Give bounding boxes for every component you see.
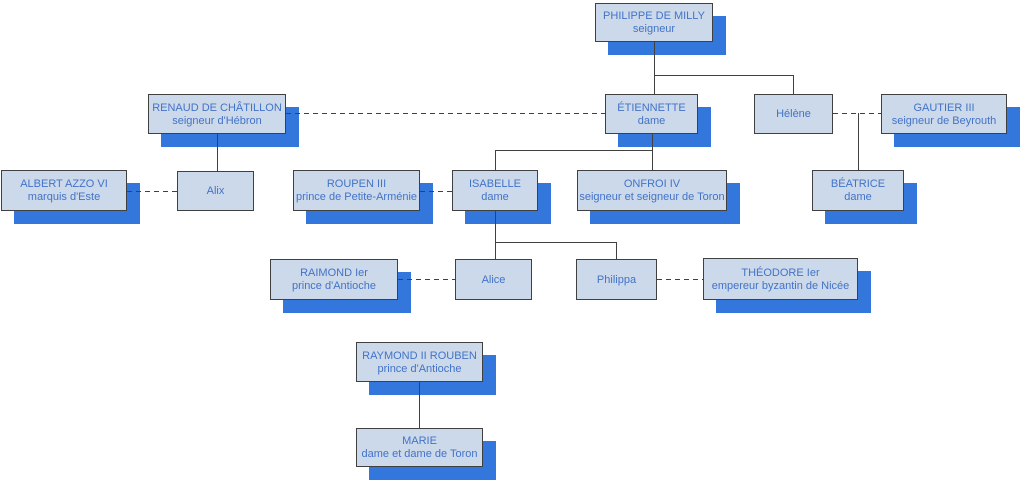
marriage-line-marriage-raimond-alice (398, 279, 455, 280)
marriage-line-marriage-renaud-etiennette (286, 113, 605, 114)
connector-line-isabelle-down (495, 211, 496, 242)
person-box-helene[interactable]: Hélène (754, 94, 833, 134)
person-title: dame (844, 191, 872, 203)
connector-line-philippe-de-milly-down (654, 42, 655, 94)
person-title: seigneur de Beyrouth (891, 114, 997, 127)
marriage-line-marriage-helene-gautier (833, 113, 881, 114)
person-title: seigneur (632, 23, 676, 35)
person-name: Hélène (776, 108, 811, 120)
connector-line-drop-to-alice (495, 242, 496, 259)
person-name: GAUTIER III (913, 101, 975, 114)
person-name: Alix (206, 185, 225, 197)
person-title: marquis d'Este (27, 191, 101, 203)
person-title: prince d'Antioche (377, 362, 462, 375)
person-title: dame (481, 191, 509, 203)
connector-line-children-rail-philippe (654, 75, 794, 76)
person-title: seigneur d'Hébron (172, 114, 262, 127)
person-box-philippa[interactable]: Philippa (576, 259, 657, 300)
person-name: BÉATRICE (830, 178, 886, 190)
person-name: ROUPEN III (326, 178, 387, 190)
connector-line-children-rail-isabelle (495, 242, 617, 243)
person-title: dame et dame de Toron (361, 448, 478, 460)
connector-line-renaud-down-to-alix (217, 134, 218, 171)
person-name: Philippa (596, 273, 637, 286)
person-name: ISABELLE (469, 178, 521, 190)
connector-line-drop-to-onfroi (652, 150, 653, 170)
connector-line-drop-to-isabelle (495, 150, 496, 170)
person-name: RAIMOND Ier (300, 267, 368, 279)
person-name: THÉODORE Ier (741, 266, 820, 279)
person-name: ÉTIENNETTE (617, 101, 686, 114)
person-name: PHILIPPE DE MILLY (603, 10, 705, 22)
connector-line-raymond-down-to-marie (419, 382, 420, 428)
person-title: dame (637, 114, 666, 127)
person-name: RENAUD DE CHÂTILLON (152, 101, 282, 114)
person-title: seigneur et seigneur de Toron (579, 191, 725, 203)
connector-line-marriage-down-to-beatrice (858, 113, 859, 170)
person-title: prince de Petite-Arménie (295, 191, 418, 203)
person-name: RAYMOND II ROUBEN (362, 349, 477, 362)
connector-line-children-rail-etiennette (495, 150, 652, 151)
person-box-alice[interactable]: Alice (455, 259, 532, 300)
person-name: ONFROI IV (623, 178, 681, 190)
person-name: ALBERT AZZO VI (20, 178, 108, 190)
connector-line-drop-to-helene (793, 75, 794, 94)
person-title: prince d'Antioche (291, 280, 377, 292)
marriage-line-marriage-roupen-isabelle (420, 191, 452, 192)
connector-line-etiennette-down (652, 134, 653, 150)
person-box-alix[interactable]: Alix (177, 171, 254, 211)
person-name: Alice (481, 273, 506, 286)
connector-line-drop-to-philippa (616, 242, 617, 259)
person-title: empereur byzantin de Nicée (711, 279, 850, 292)
marriage-line-marriage-philippa-theodore (657, 279, 703, 280)
marriage-line-marriage-albert-alix (127, 191, 177, 192)
person-name: MARIE (402, 435, 437, 447)
